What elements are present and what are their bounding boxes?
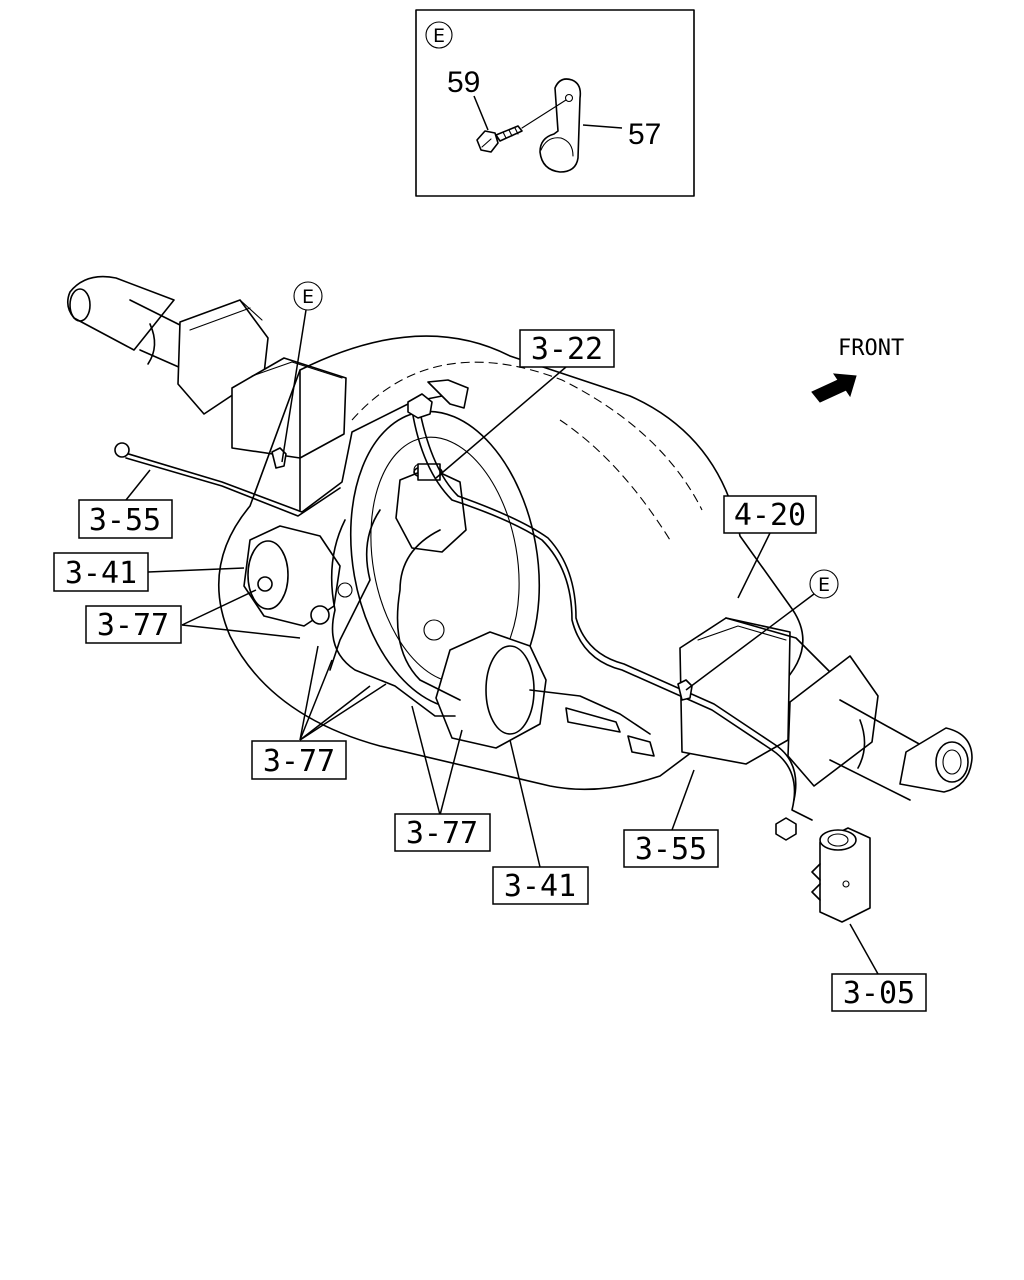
brake-chamber-left	[243, 525, 341, 627]
front-indicator: FRONT	[811, 336, 904, 403]
label-3-41-lower: 3-41	[492, 739, 589, 905]
detail-frame	[415, 9, 695, 197]
front-arrow-icon	[811, 373, 857, 403]
svg-text:3-41: 3-41	[65, 556, 137, 591]
leader-57	[582, 124, 623, 129]
label-3-22: 3-22	[435, 329, 615, 479]
detail-view-circle	[425, 21, 453, 49]
callout-e-left: E	[281, 281, 323, 463]
detail-e-inset: E 59 57	[415, 9, 695, 197]
rear-axle-housing	[66, 275, 973, 801]
svg-text:3-22: 3-22	[531, 332, 603, 367]
leader-59	[473, 95, 489, 131]
label-3-77-upper: 3-77	[85, 589, 301, 644]
label-3-55-left: 3-55	[78, 469, 173, 539]
part-57-number: 57	[628, 118, 661, 151]
bolt-59-drawing	[476, 125, 523, 153]
brake-pipes	[114, 369, 813, 841]
svg-text:3-05: 3-05	[843, 976, 915, 1011]
clip-57-drawing	[521, 78, 582, 173]
brake-chamber-right	[435, 631, 655, 757]
svg-text:3-77: 3-77	[406, 816, 478, 851]
detail-view-letter: E	[433, 25, 445, 47]
relay-valve	[395, 463, 467, 553]
svg-text:3-55: 3-55	[635, 832, 707, 867]
callout-e-right: E	[685, 569, 839, 691]
label-3-41-left: 3-41	[53, 552, 245, 592]
front-label: FRONT	[838, 336, 904, 361]
svg-text:3-77: 3-77	[97, 608, 169, 643]
svg-text:3-41: 3-41	[504, 869, 576, 904]
svg-text:3-55: 3-55	[89, 503, 161, 538]
label-3-55-right: 3-55	[623, 769, 719, 868]
label-4-20: 4-20	[723, 495, 817, 599]
svg-text:4-20: 4-20	[734, 498, 806, 533]
label-3-05: 3-05	[831, 923, 927, 1012]
callout-e-right-letter: E	[818, 574, 830, 596]
label-3-77-middle: 3-77	[251, 645, 387, 780]
label-3-77-lower: 3-77	[394, 705, 491, 852]
valve-3-05-drawing	[811, 827, 871, 923]
callout-e-left-letter: E	[302, 286, 314, 308]
part-59-number: 59	[447, 66, 480, 99]
svg-text:3-77: 3-77	[263, 744, 335, 779]
